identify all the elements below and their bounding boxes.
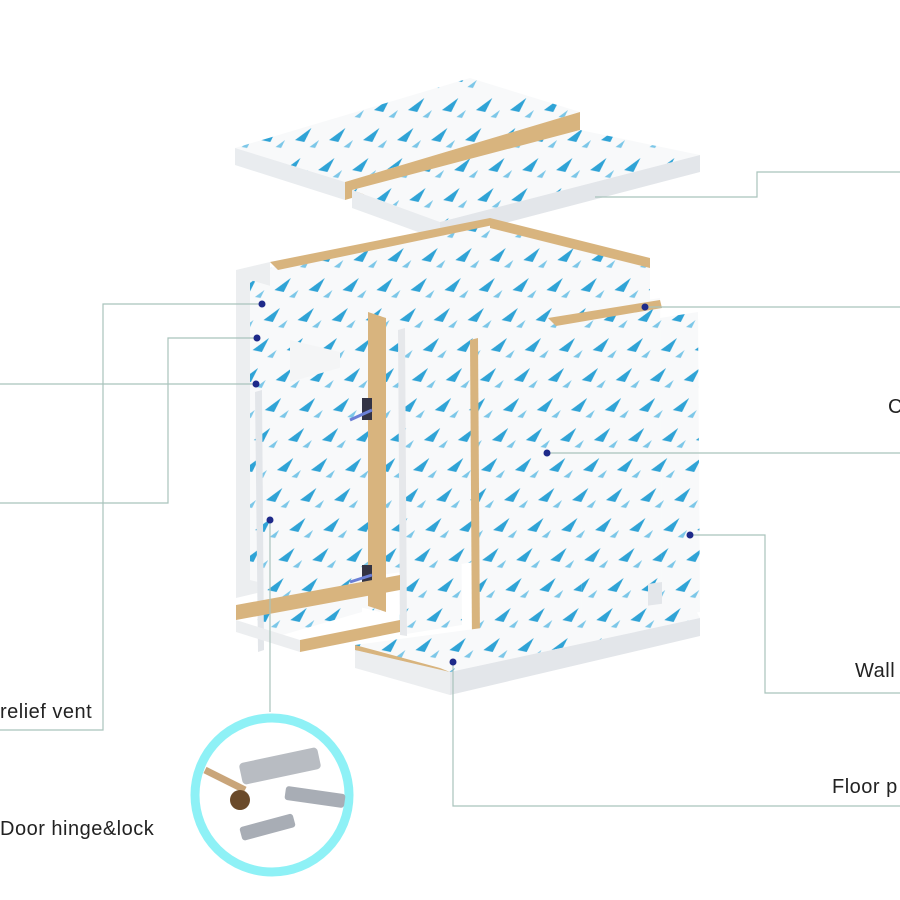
floor-panels [236, 575, 700, 695]
label-pressure-relief-vent: relief vent [0, 701, 93, 723]
label-ceiling: C [888, 396, 900, 418]
callout-dots [252, 300, 694, 666]
hinge-lock-hardware-photo [203, 747, 346, 841]
front-right-wall [470, 298, 700, 644]
ceiling-panels [235, 78, 700, 240]
label-door-hinge-lock: Door hinge&lock [0, 818, 155, 840]
hinge-lock-callout [190, 713, 354, 877]
label-wall: Wall [855, 660, 896, 682]
center-wall-panel [398, 315, 462, 636]
door-panel [255, 362, 373, 652]
label-floor: Floor p [832, 776, 898, 798]
leader-lines [0, 171, 900, 807]
